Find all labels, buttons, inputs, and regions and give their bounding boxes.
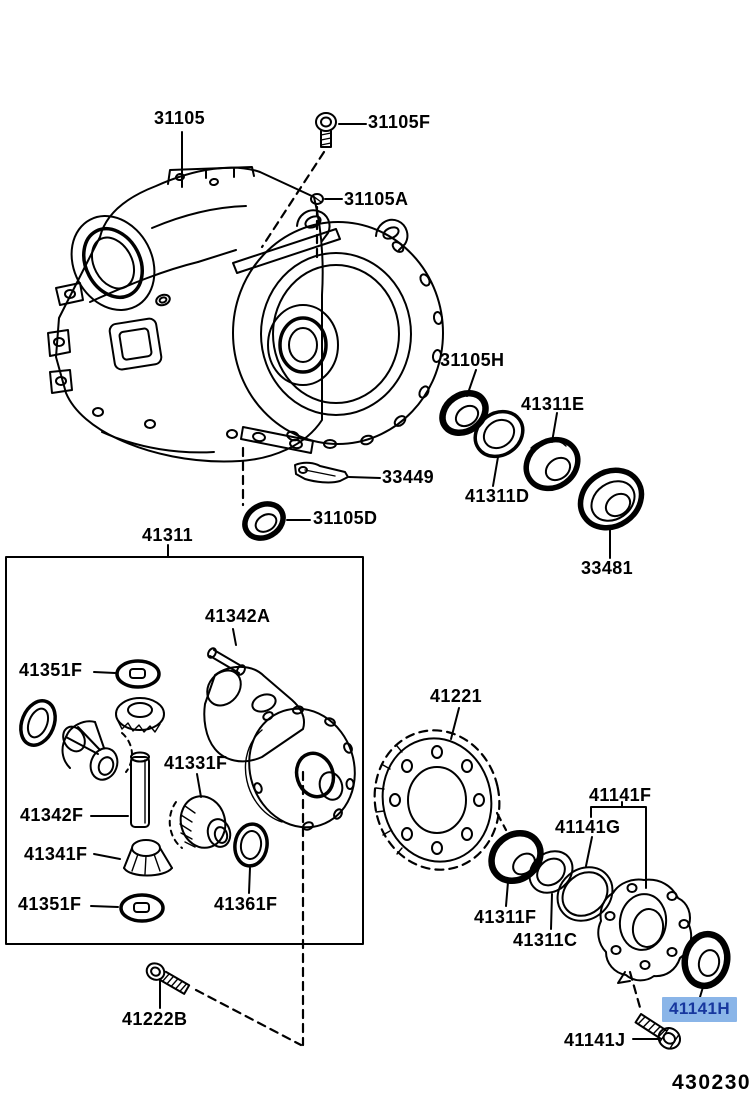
- retainer-41141-drawing: [597, 878, 693, 984]
- rear-cover-drawing: [232, 209, 444, 454]
- leader-lines: [90, 123, 704, 1040]
- lever-33449-drawing: [294, 461, 349, 484]
- part-label-41341f[interactable]: 41341F: [24, 844, 88, 864]
- part-label-41311f[interactable]: 41311F: [474, 907, 537, 927]
- washer-41351f-top-drawing: [115, 659, 161, 689]
- shim-ring-drawing: [19, 699, 57, 747]
- part-label-41311d[interactable]: 41311D: [465, 486, 530, 506]
- bolt-41141j-drawing: [634, 1013, 682, 1050]
- part-label-41141g[interactable]: 41141G: [555, 817, 621, 837]
- part-label-31105h[interactable]: 31105H: [440, 350, 505, 370]
- diagram-code: 430230: [672, 1071, 752, 1094]
- bearing-41311e-drawing: [523, 436, 581, 492]
- part-label-41342f[interactable]: 41342F: [20, 805, 84, 825]
- shaft-41342f-drawing: [130, 751, 150, 828]
- seal-31105h-drawing: [439, 389, 489, 437]
- bolt-41222b-drawing: [145, 962, 191, 995]
- part-label-41221[interactable]: 41221: [430, 686, 483, 706]
- seal-31105d-drawing: [242, 501, 286, 541]
- part-label-41311[interactable]: 41311: [142, 525, 194, 545]
- ring-41361f-drawing: [233, 822, 269, 868]
- washer-41351f-bottom-drawing: [119, 893, 165, 923]
- part-label-41342a[interactable]: 41342A: [205, 606, 271, 626]
- gear-41331f-drawing: [168, 795, 232, 849]
- dashed-lines: [194, 150, 643, 1047]
- seal-41141h-drawing: [681, 930, 731, 990]
- part-label-41351f-top[interactable]: 41351F: [19, 660, 83, 680]
- part-label-41141h[interactable]: 41141H: [662, 997, 738, 1022]
- bolt-31105f-drawing: [315, 112, 337, 148]
- diff-case-drawing: [203, 665, 356, 831]
- ring-gear-41221-drawing: [373, 729, 501, 871]
- part-label-41311e[interactable]: 41311E: [521, 394, 585, 414]
- pin-41342a-drawing: [207, 647, 246, 676]
- ring-41311d-drawing: [473, 409, 525, 459]
- screw-31105a-drawing: [310, 193, 324, 205]
- bearing-33481-drawing: [577, 467, 645, 531]
- pinion-gear-pair-drawing: [61, 720, 133, 781]
- part-label-41351f-bottom[interactable]: 41351F: [18, 894, 82, 914]
- part-label-31105f[interactable]: 31105F: [368, 112, 431, 132]
- part-label-31105d[interactable]: 31105D: [313, 508, 378, 528]
- part-label-41141f[interactable]: 41141F: [589, 785, 652, 805]
- transaxle-case-drawing: [47, 166, 324, 463]
- part-label-41311c[interactable]: 41311C: [513, 930, 578, 950]
- part-label-31105[interactable]: 31105: [154, 108, 206, 128]
- part-label-41361f[interactable]: 41361F: [214, 894, 278, 914]
- part-label-31105a[interactable]: 31105A: [344, 189, 409, 209]
- part-label-41331f[interactable]: 41331F: [164, 753, 228, 773]
- part-label-33481[interactable]: 33481: [581, 558, 634, 578]
- side-gear-drawing: [115, 697, 165, 733]
- part-label-33449[interactable]: 33449: [382, 467, 435, 487]
- ring-41311c-drawing: [528, 850, 574, 894]
- part-label-41222b[interactable]: 41222B: [122, 1009, 188, 1029]
- part-label-41141j[interactable]: 41141J: [564, 1030, 626, 1050]
- diff-assembly-box: [5, 556, 364, 945]
- gear-41341f-drawing: [123, 839, 173, 877]
